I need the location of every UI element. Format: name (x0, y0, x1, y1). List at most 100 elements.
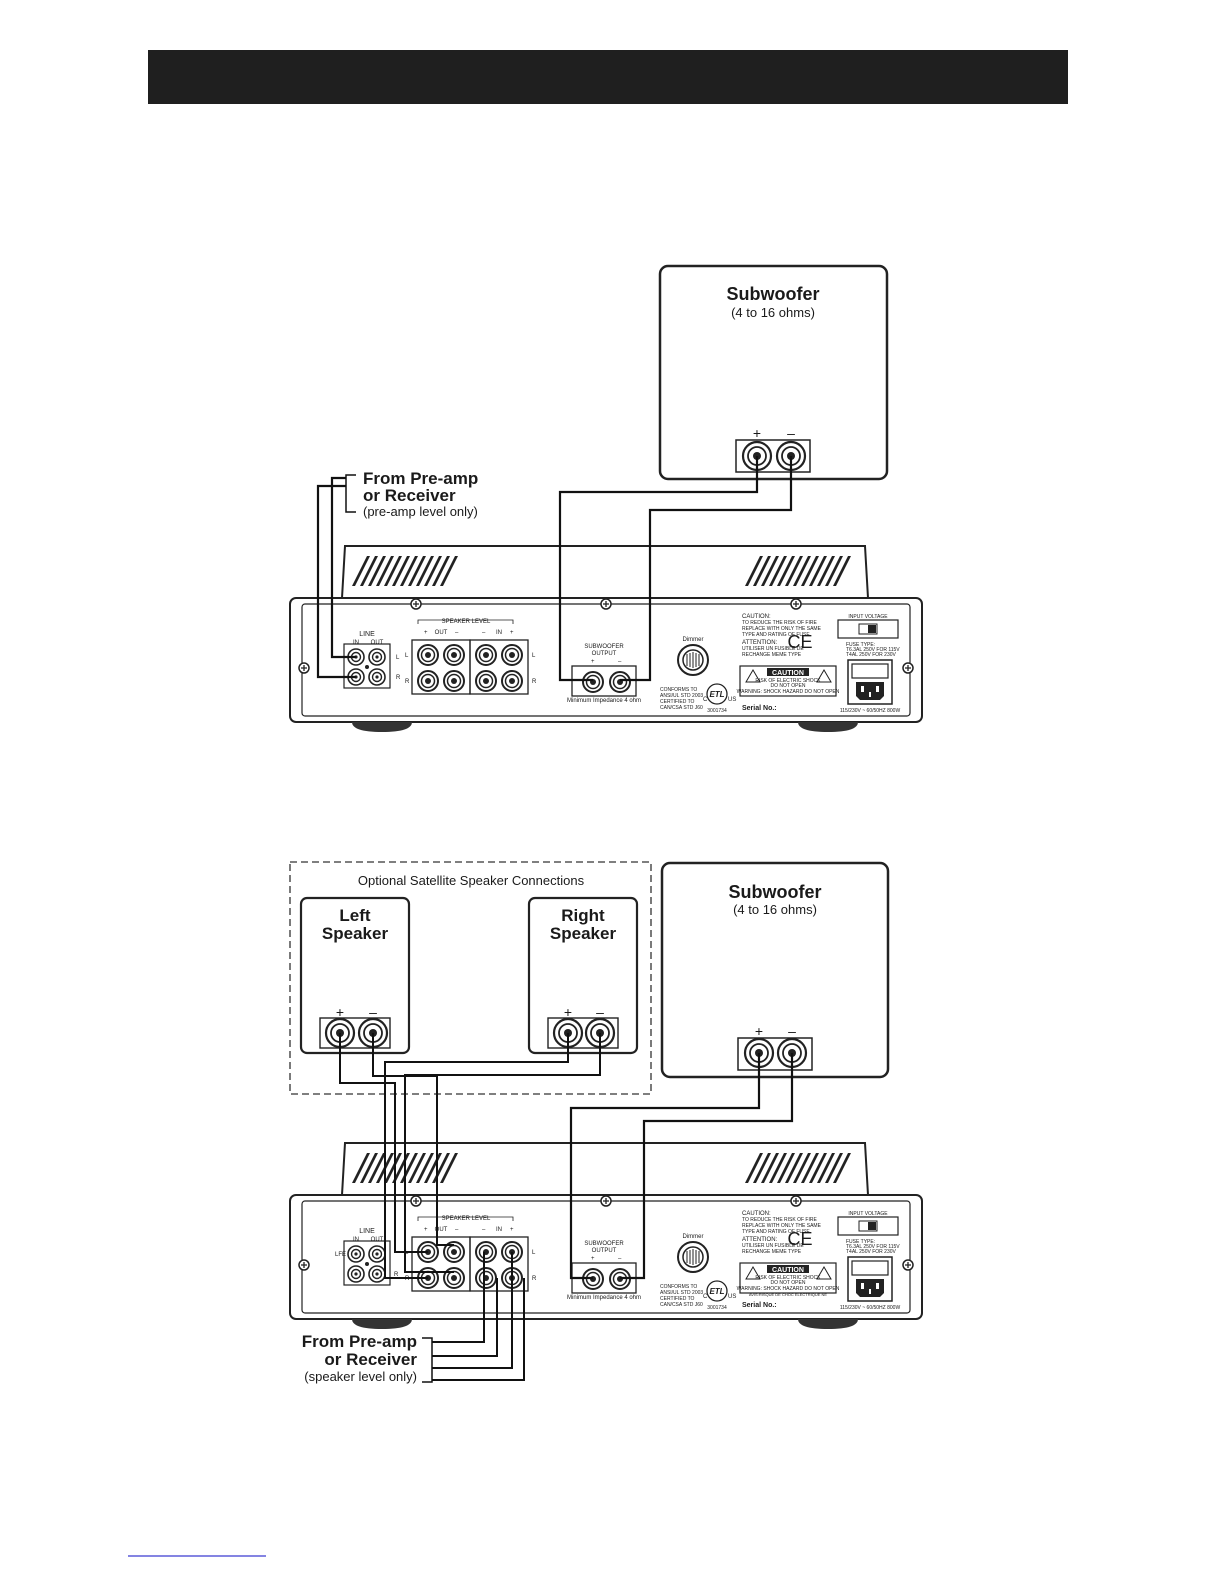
channel-l-label: L (532, 1250, 536, 1256)
sub-output-label: SUBWOOFER (584, 1241, 624, 1247)
left-speaker-label-2: Speaker (322, 924, 389, 943)
sub-output-label-2: OUTPUT (592, 651, 617, 657)
fuse-text: T6.3AL 250V FOR 115V (846, 1244, 900, 1250)
channel-l-label: L (532, 653, 536, 659)
amplifier-rear-panel-2: LINE IN OUT LFE R SPEAKER LEVEL OUT IN +… (290, 1143, 922, 1329)
line-out-label: OUT (371, 640, 384, 646)
power-rating: 115/230V ~ 60/50HZ 800W (840, 708, 901, 714)
fuse-text: T4AL 250V FOR 230V (846, 1249, 897, 1255)
line-in-label: IN (353, 640, 359, 646)
min-impedance-label: Minimum Impedance 4 ohm (567, 1295, 641, 1301)
channel-r-label: R (394, 1272, 399, 1278)
minus-sign: – (455, 630, 459, 636)
subwoofer-spec-2: (4 to 16 ohms) (733, 902, 817, 917)
source-wire-4 (432, 1278, 525, 1381)
caution-text: TO REDUCE THE RISK OF FIRE (742, 1217, 817, 1223)
source-label-2-line3: (speaker level only) (304, 1369, 417, 1384)
fuse-text: T4AL 250V FOR 230V (846, 652, 897, 658)
line-label: LINE (359, 631, 375, 638)
serial-label: Serial No.: (742, 1302, 777, 1309)
right-speaker-label: Right (561, 906, 605, 925)
caution-text: REPLACE WITH ONLY THE SAME (742, 1223, 822, 1229)
lfe-label: LFE (335, 1252, 346, 1258)
left-speaker-label: Left (339, 906, 371, 925)
minus-sign: – (596, 1004, 604, 1020)
subwoofer-minus-wire-2 (620, 1053, 794, 1280)
channel-r-label: R (532, 679, 537, 685)
source-label-line2: or Receiver (363, 486, 456, 505)
caution-box-title: CAUTION (772, 670, 804, 677)
speaker-level-label: SPEAKER LEVEL (442, 619, 491, 625)
line-out-label: OUT (371, 1237, 384, 1243)
conform-text: CAN/CSA STD J60 (660, 1302, 703, 1308)
dimmer-label: Dimmer (683, 1234, 704, 1240)
minus-sign: – (787, 425, 795, 441)
channel-r-label: R (532, 1276, 537, 1282)
attention-text: RECHANGE MEME TYPE (742, 652, 802, 658)
cert-number: 3001734 (707, 1305, 727, 1311)
caution-box-sub: RISK OF ELECTRIC SHOCK (755, 1275, 821, 1281)
subwoofer-cabinet (658, 264, 889, 481)
caution-box-sub: RISK OF ELECTRIC SHOCK (755, 678, 821, 684)
plus-sign: + (591, 659, 595, 665)
fuse-text: FUSE TYPE: (846, 642, 875, 648)
subwoofer-spec: (4 to 16 ohms) (731, 305, 815, 320)
caution-text: TO REDUCE THE RISK OF FIRE (742, 620, 817, 626)
channel-l-label: L (405, 653, 409, 659)
fuse-text: T6.3AL 250V FOR 115V (846, 647, 900, 653)
channel-r-label: R (405, 679, 410, 685)
conform-text: CERTIFIED TO (660, 699, 695, 705)
source-wire-1 (432, 1252, 485, 1343)
plus-sign: + (591, 1256, 595, 1262)
right-speaker-cabinet (527, 896, 639, 1055)
caution-text: TYPE AND RATING OF FUSE (742, 632, 810, 638)
speaker-out-label: OUT (435, 1227, 448, 1233)
cert-us-label: US (728, 1294, 736, 1300)
amplifier-rear-panel: LINE IN OUT L R SPEAKER LEVEL OUT IN + –… (290, 546, 922, 732)
caution-box-sub: DO NOT OPEN (771, 1280, 806, 1286)
channel-r-label: R (396, 675, 401, 681)
caution-box-sub: DO NOT OPEN (771, 683, 806, 689)
diagram-speaker-level: Optional Satellite Speaker Connections L… (290, 861, 922, 1384)
min-impedance-label: Minimum Impedance 4 ohm (567, 698, 641, 704)
conform-text: CONFORMS TO (660, 1284, 697, 1290)
minus-sign: – (618, 1256, 622, 1262)
conform-text: ANSI/UL STD 2003 (660, 1290, 703, 1296)
subwoofer-cabinet-2 (660, 861, 890, 1079)
right-speaker-plus-wire (384, 1033, 569, 1279)
source-label-line3: (pre-amp level only) (363, 504, 478, 519)
source-bracket (345, 474, 356, 513)
caution-text: REPLACE WITH ONLY THE SAME (742, 626, 822, 632)
minus-sign: – (482, 630, 486, 636)
plus-sign: + (424, 630, 428, 636)
minus-sign: – (369, 1004, 377, 1020)
cert-number: 3001734 (707, 708, 727, 714)
left-speaker-cabinet (299, 896, 411, 1055)
dimmer-label: Dimmer (683, 637, 704, 643)
line-in-left-wire (330, 476, 356, 659)
page-header-bar (148, 50, 1068, 104)
power-rating: 115/230V ~ 60/50HZ 800W (840, 1305, 901, 1311)
minus-sign: – (788, 1023, 796, 1039)
source-label-2-line1: From Pre-amp (302, 1332, 417, 1351)
plus-sign: + (510, 630, 514, 636)
minus-sign: – (482, 1227, 486, 1233)
subwoofer-minus-wire (620, 456, 793, 682)
subwoofer-plus-wire-2 (569, 1053, 761, 1280)
diagram-preamp-level: Subwoofer (4 to 16 ohms) + – LINE IN OUT… (290, 264, 922, 732)
plus-sign: + (755, 1023, 763, 1039)
subwoofer-title-2: Subwoofer (729, 882, 822, 902)
serial-label: Serial No.: (742, 705, 777, 712)
caution-text: TYPE AND RATING OF FUSE (742, 1229, 810, 1235)
input-voltage-label: INPUT VOLTAGE (848, 614, 888, 620)
cert-c-label: C (703, 697, 708, 703)
line-in-label: IN (353, 1237, 359, 1243)
attention-heading: ATTENTION: (742, 1237, 778, 1243)
plus-sign: + (753, 425, 761, 441)
conform-text: ANSI/UL STD 2003 (660, 693, 703, 699)
cert-us-label: US (728, 697, 736, 703)
right-speaker-label-2: Speaker (550, 924, 617, 943)
input-voltage-label: INPUT VOLTAGE (848, 1211, 888, 1217)
attention-heading: ATTENTION: (742, 640, 778, 646)
